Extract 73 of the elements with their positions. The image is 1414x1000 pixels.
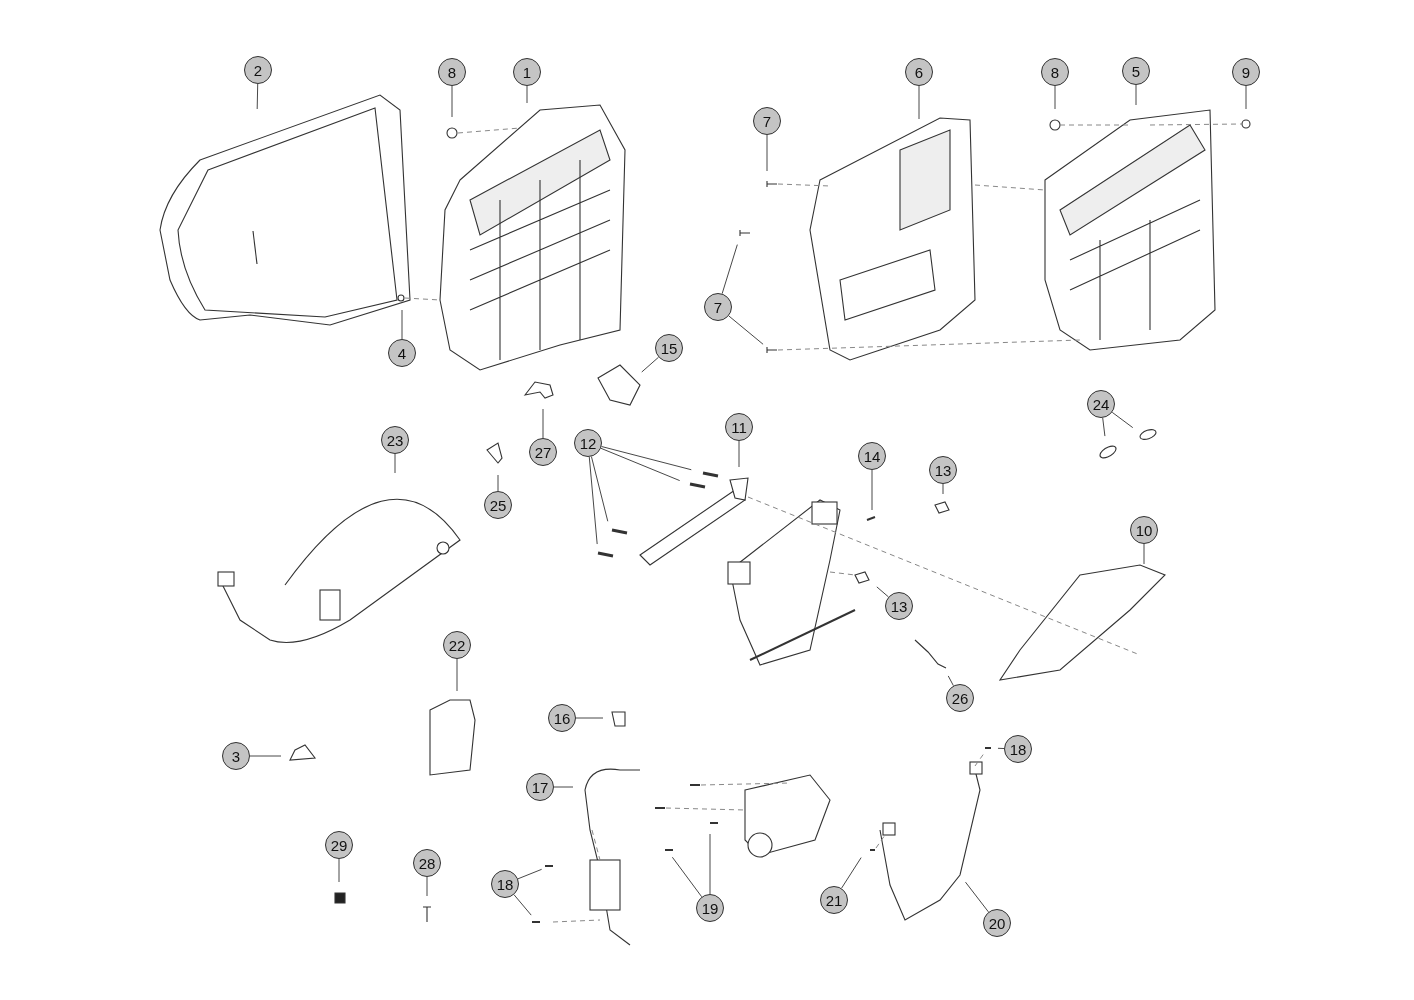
leader-line xyxy=(1102,417,1106,437)
leader-line xyxy=(709,833,711,895)
callout-number: 1 xyxy=(513,58,541,86)
callout-number: 6 xyxy=(905,58,933,86)
leader-line xyxy=(997,747,1005,749)
callout-number: 24 xyxy=(1087,390,1115,418)
leader-line xyxy=(918,85,920,120)
leader-line xyxy=(1143,543,1145,565)
leader-line xyxy=(841,857,862,889)
leader-line xyxy=(401,309,403,340)
leader-line xyxy=(1135,84,1137,106)
callout-number: 11 xyxy=(725,413,753,441)
leader-line xyxy=(1111,411,1134,429)
leader-line xyxy=(728,315,764,345)
callout-number: 25 xyxy=(484,491,512,519)
callout-number: 7 xyxy=(704,293,732,321)
callout-number: 9 xyxy=(1232,58,1260,86)
callout-number: 21 xyxy=(820,886,848,914)
callout-number: 13 xyxy=(885,592,913,620)
leader-line xyxy=(738,440,740,468)
callout-number: 27 xyxy=(529,438,557,466)
leader-line xyxy=(249,755,282,757)
callout-number: 17 xyxy=(526,773,554,801)
callout-number: 3 xyxy=(222,742,250,770)
callout-number: 18 xyxy=(1004,735,1032,763)
leader-line xyxy=(601,446,692,471)
callout-number: 13 xyxy=(929,456,957,484)
callout-number: 14 xyxy=(858,442,886,470)
callout-number: 7 xyxy=(753,107,781,135)
callout-number: 8 xyxy=(438,58,466,86)
leader-line xyxy=(671,856,703,898)
leader-line xyxy=(338,858,340,883)
leader-line xyxy=(526,85,528,104)
callout-number: 22 xyxy=(443,631,471,659)
leader-line xyxy=(456,658,458,692)
leader-line xyxy=(553,786,574,788)
callout-number: 4 xyxy=(388,339,416,367)
callout-number: 10 xyxy=(1130,516,1158,544)
callout-number: 12 xyxy=(574,429,602,457)
leader-line xyxy=(965,881,989,913)
callout-number: 8 xyxy=(1041,58,1069,86)
leader-line xyxy=(575,717,604,719)
callout-number: 5 xyxy=(1122,57,1150,85)
callout-number: 29 xyxy=(325,831,353,859)
callout-number: 20 xyxy=(983,909,1011,937)
leader-line xyxy=(513,894,532,916)
leader-line xyxy=(766,134,768,172)
leader-line xyxy=(517,868,543,880)
leader-line xyxy=(641,356,659,373)
leader-line xyxy=(426,876,428,897)
leader-line xyxy=(600,447,681,482)
callout-number: 18 xyxy=(491,870,519,898)
leader-line xyxy=(947,675,954,687)
leader-line xyxy=(497,474,499,492)
leader-line xyxy=(542,408,544,439)
callout-number: 26 xyxy=(946,684,974,712)
callout-number: 23 xyxy=(381,426,409,454)
leader-line xyxy=(1054,85,1056,110)
leader-line xyxy=(588,456,598,545)
leader-line xyxy=(451,85,453,118)
callout-number: 15 xyxy=(655,334,683,362)
leader-line xyxy=(942,483,944,495)
callout-number: 16 xyxy=(548,704,576,732)
leader-line xyxy=(871,469,873,511)
callout-number: 19 xyxy=(696,894,724,922)
leader-line xyxy=(1245,85,1247,110)
leader-line xyxy=(721,244,738,295)
callout-number: 2 xyxy=(244,56,272,84)
callout-number: 28 xyxy=(413,849,441,877)
leader-line xyxy=(876,586,889,598)
leader-line xyxy=(256,83,259,110)
leader-line xyxy=(590,456,609,522)
leader-line xyxy=(394,453,396,474)
